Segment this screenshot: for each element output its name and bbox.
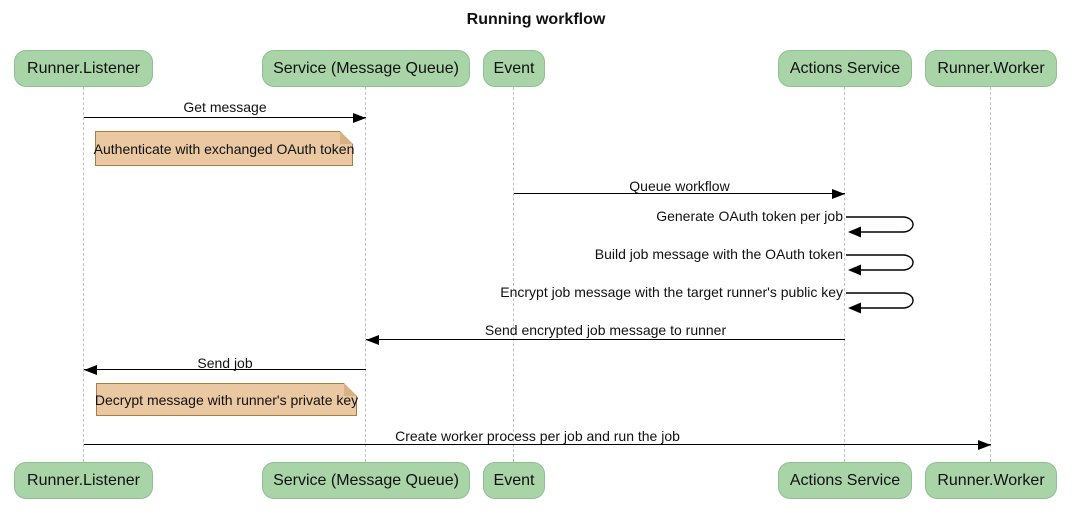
message-line-send-job (84, 369, 366, 370)
message-label-encrypt-job-message: Encrypt job message with the target runn… (500, 284, 843, 300)
actor-label: Event (493, 471, 535, 489)
actor-label: Runner.Worker (937, 59, 1045, 77)
message-label-generate-oauth-token: Generate OAuth token per job (656, 208, 843, 224)
lifeline-actions-service (844, 87, 845, 462)
actor-label: Event (493, 59, 535, 77)
actor-label: Runner.Worker (937, 471, 1045, 489)
actor-runner-listener-top: Runner.Listener (14, 50, 153, 87)
message-line-send-encrypted-job-message (366, 339, 845, 340)
lifeline-runner-listener (83, 87, 84, 462)
message-line-create-worker-process (84, 444, 991, 445)
note-label: Authenticate with exchanged OAuth token (93, 140, 355, 157)
self-loop-build-job-message (846, 254, 914, 271)
message-label-send-job: Send job (197, 355, 253, 371)
actor-event-bottom: Event (483, 462, 545, 499)
actor-service-message-queue-top: Service (Message Queue) (262, 50, 470, 87)
arrowhead-send-encrypted-job-message (366, 335, 379, 345)
actor-label: Runner.Listener (27, 59, 140, 77)
note-authenticate: Authenticate with exchanged OAuth token (93, 131, 355, 166)
arrowhead-get-message (353, 113, 366, 123)
actor-label: Actions Service (789, 471, 901, 489)
note-label: Decrypt message with runner's private ke… (94, 391, 359, 408)
message-line-queue-workflow (514, 193, 845, 194)
actor-runner-listener-bottom: Runner.Listener (14, 462, 153, 499)
message-label-send-encrypted-job-message: Send encrypted job message to runner (484, 322, 727, 338)
self-loop-encrypt-job-message (846, 292, 914, 309)
note-decrypt: Decrypt message with runner's private ke… (94, 383, 359, 416)
message-label-queue-workflow: Queue workflow (629, 178, 730, 194)
actor-label: Service (Message Queue) (273, 471, 459, 489)
actor-label: Service (Message Queue) (273, 59, 459, 77)
actor-label: Actions Service (789, 59, 901, 77)
message-line-get-message (84, 117, 366, 118)
lifeline-event (513, 87, 514, 462)
arrowhead-queue-workflow (832, 189, 845, 199)
actor-runner-worker-top: Runner.Worker (925, 50, 1057, 87)
arrowhead-build-job-message (848, 264, 861, 276)
message-label-build-job-message: Build job message with the OAuth token (594, 246, 843, 262)
actor-runner-worker-bottom: Runner.Worker (925, 462, 1057, 499)
arrowhead-create-worker-process (978, 440, 991, 450)
lifeline-service-message-queue (365, 87, 366, 462)
diagram-title: Running workflow (466, 11, 606, 28)
actor-actions-service-bottom: Actions Service (778, 462, 912, 499)
message-label-create-worker-process: Create worker process per job and run th… (395, 428, 680, 444)
arrowhead-send-job (84, 365, 97, 375)
actor-label: Runner.Listener (27, 471, 140, 489)
message-label-get-message: Get message (183, 99, 267, 115)
arrowhead-generate-oauth-token (848, 226, 861, 238)
actor-service-message-queue-bottom: Service (Message Queue) (262, 462, 470, 499)
self-loop-generate-oauth-token (846, 216, 914, 233)
lifeline-runner-worker (990, 87, 991, 462)
actor-actions-service-top: Actions Service (778, 50, 912, 87)
arrowhead-encrypt-job-message (848, 302, 861, 314)
actor-event-top: Event (483, 50, 545, 87)
